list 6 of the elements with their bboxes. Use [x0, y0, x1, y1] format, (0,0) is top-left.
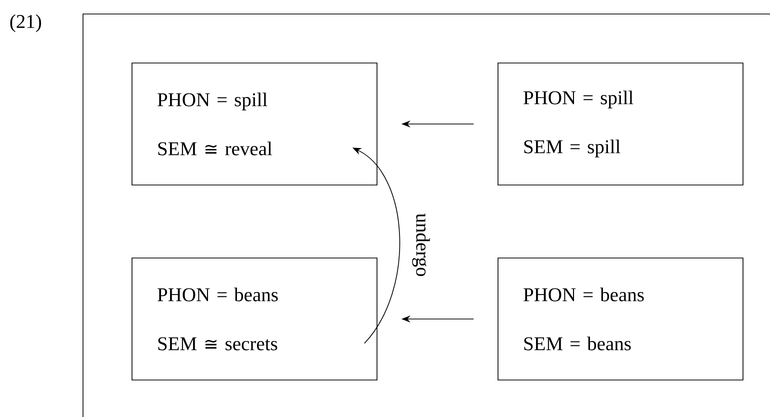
- example-number: (21): [10, 14, 42, 32]
- feature-box: PHON = beans SEM ≅ secrets: [132, 258, 378, 380]
- feature-box: PHON = beans SEM = beans: [498, 258, 744, 380]
- feature-box: PHON = spill SEM ≅ reveal: [132, 62, 378, 186]
- edge-label: undergo: [412, 213, 430, 276]
- feature-box: PHON = spill SEM = spill: [498, 62, 744, 186]
